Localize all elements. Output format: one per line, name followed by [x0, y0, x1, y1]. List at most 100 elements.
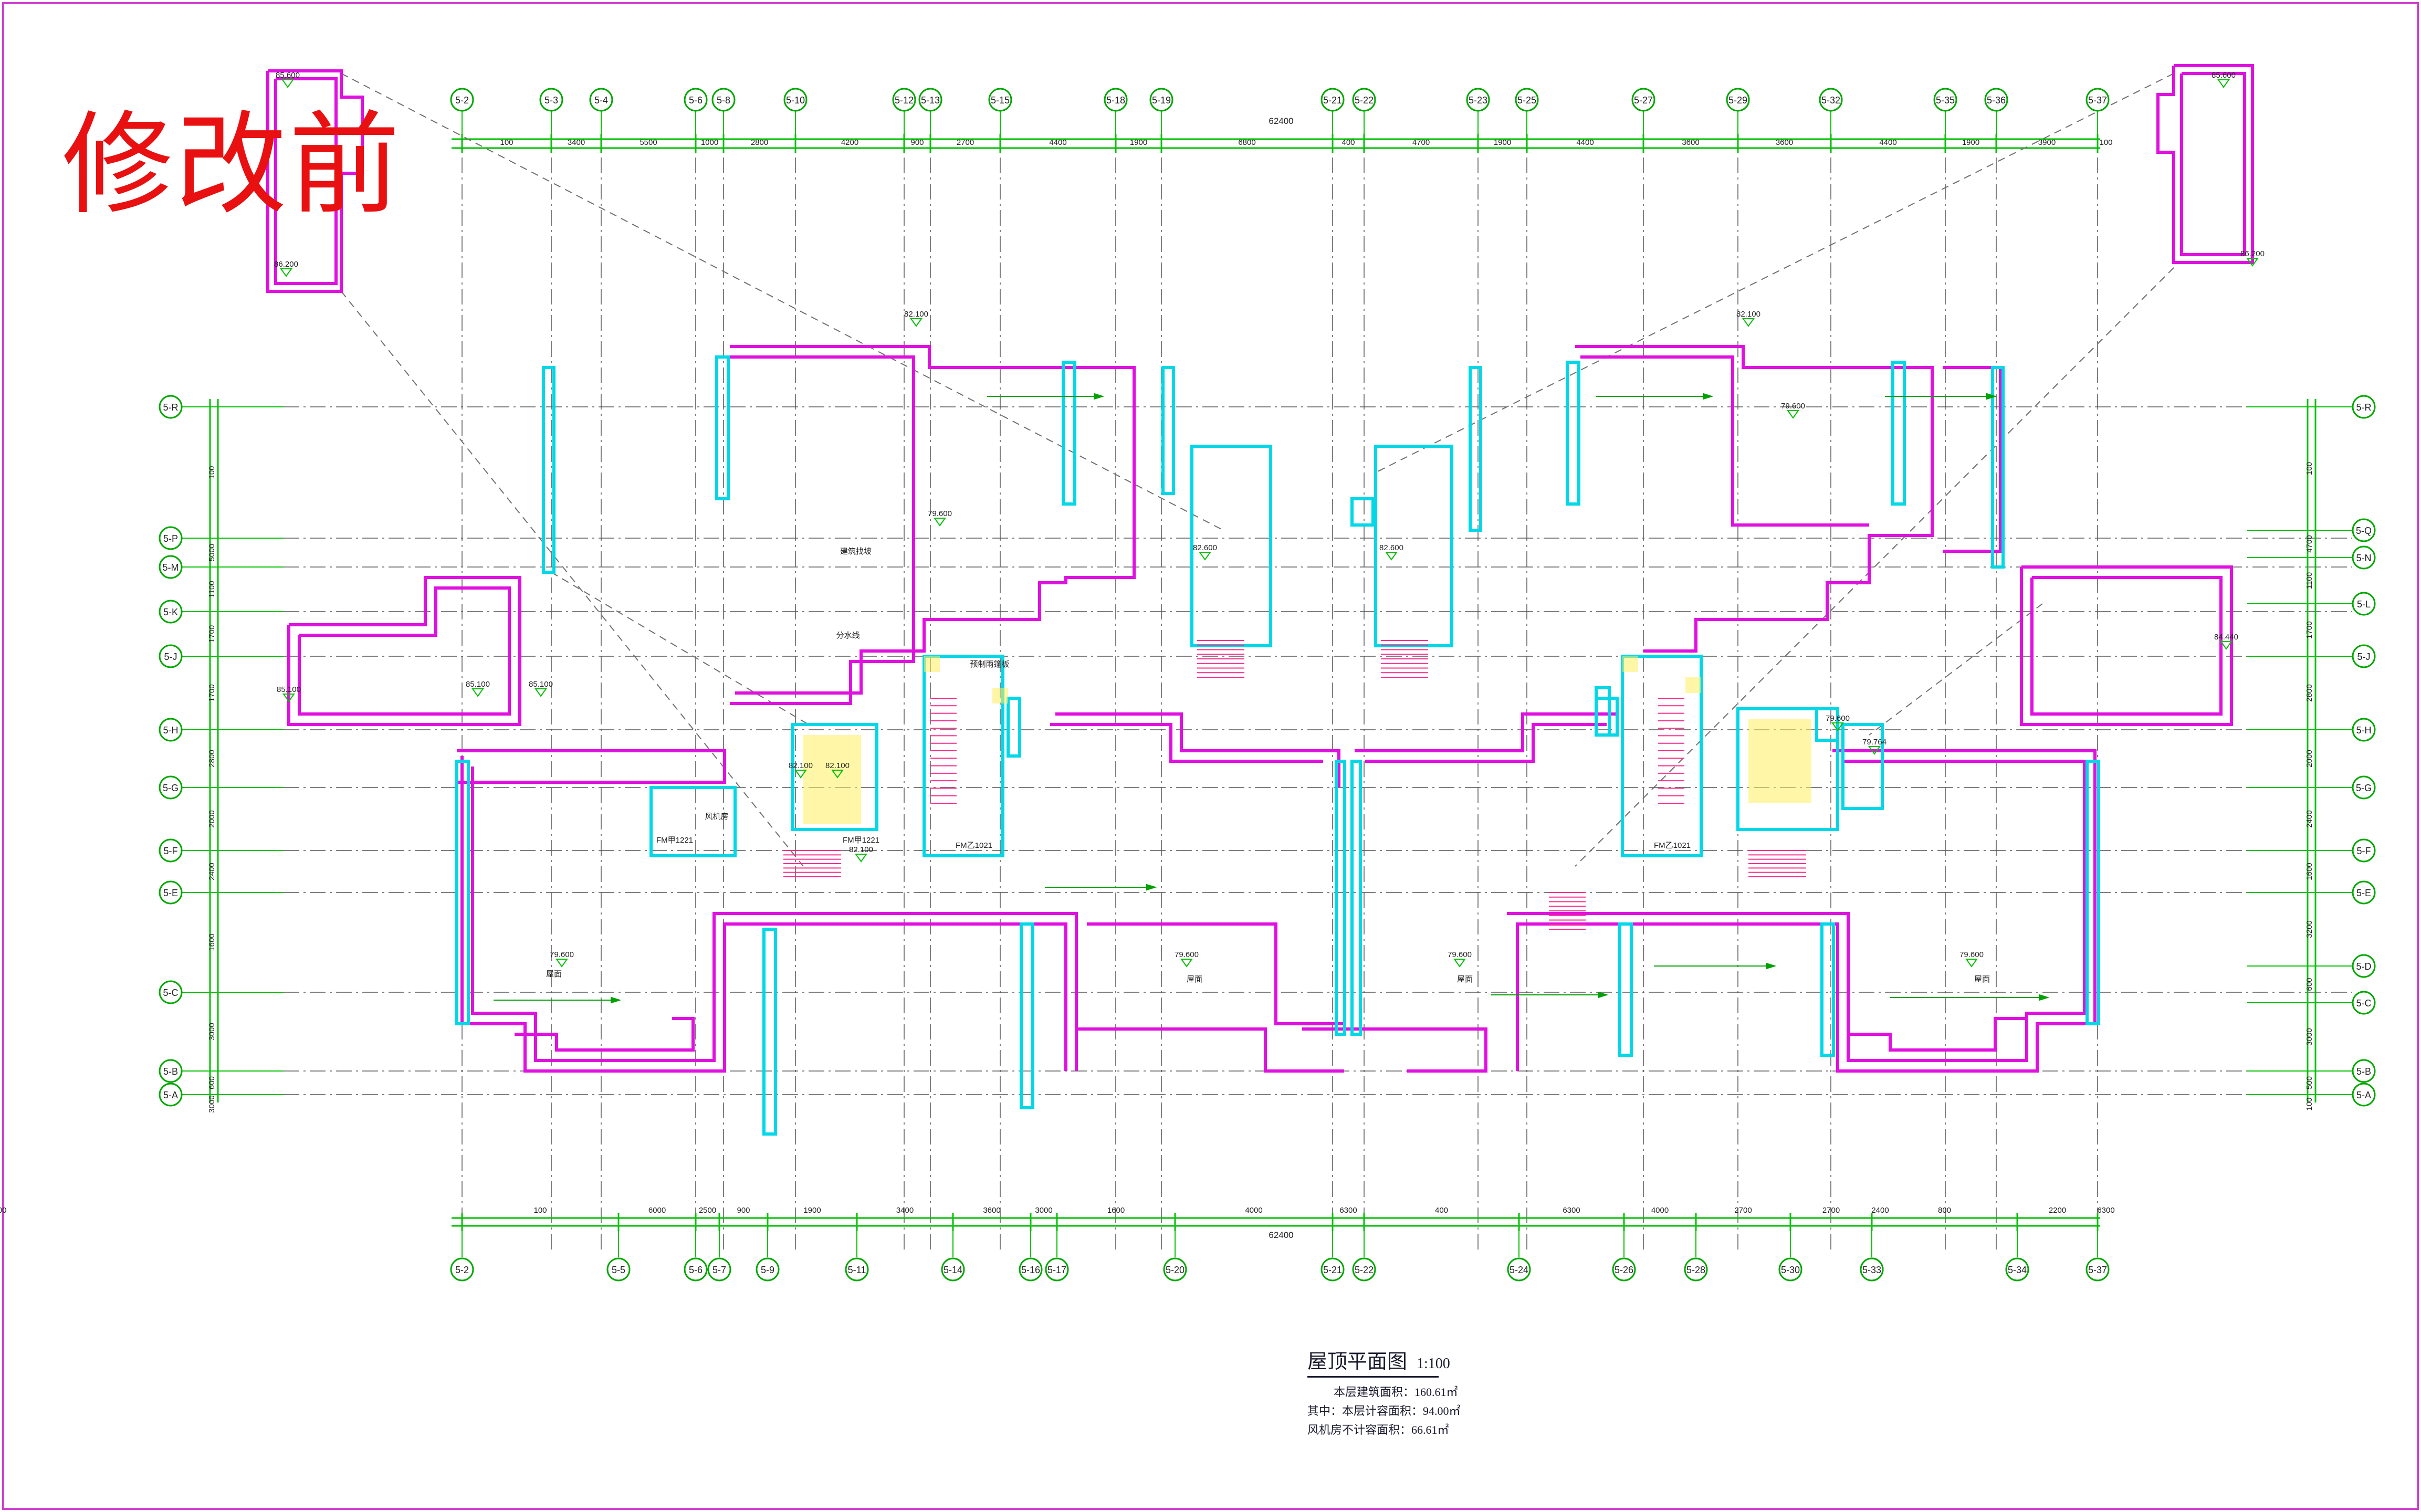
grid-bubble-label: 5-32: [1821, 95, 1840, 106]
dimension-value: 100: [207, 0, 221, 2]
elevation-mark: 82.100: [789, 761, 813, 779]
slope-arrow-head: [611, 996, 622, 1004]
grid-bubble-top: 5-25: [1515, 88, 1539, 112]
grid-bubble-circle: [2352, 880, 2376, 905]
grid-bubble-label: 5-29: [1728, 95, 1747, 106]
dimension-value: 500: [207, 0, 221, 2]
grid-bubble-circle: [2352, 395, 2376, 419]
grid-bubble-label: 5-15: [991, 95, 1010, 106]
grid-bubble-circle: [845, 1257, 869, 1282]
room-fill-highlights: [803, 656, 1811, 824]
grid-bubble-top: 5-22: [1352, 88, 1376, 112]
grid-bubble-circle: [2005, 1257, 2029, 1282]
grid-bubble-left: 5-M: [159, 555, 183, 579]
dimension-value: 2000: [207, 810, 216, 827]
room-label: 分水线: [836, 631, 860, 640]
grid-bubble-circle: [2352, 991, 2376, 1015]
grid-bubble-top: 5-35: [1933, 88, 1957, 112]
area-counted: 其中：本层计容面积：94.00㎡: [1307, 1404, 1461, 1418]
elevation-triangle: [2220, 641, 2233, 650]
dimension-value: 1900: [1130, 138, 1147, 147]
grid-bubble-circle: [2352, 518, 2376, 542]
elevation-value: 82.100: [789, 761, 813, 770]
elevation-triangle: [831, 770, 844, 779]
dimension-value: 1000: [701, 138, 718, 147]
room-label: 建筑找坡: [840, 547, 872, 556]
elevation-triangle: [471, 688, 484, 697]
grid-bubble-bottom: 5-22: [1352, 1257, 1376, 1282]
elevation-triangle: [1868, 746, 1881, 755]
grid-bubble-bottom: 5-6: [684, 1257, 708, 1282]
grid-bubble-circle: [918, 88, 942, 112]
grid-bubble-circle: [756, 1257, 780, 1282]
dimension-value: 2700: [1734, 1206, 1752, 1215]
elevation-value: 79.764: [1862, 738, 1887, 747]
grid-bubble-circle: [2352, 718, 2376, 742]
grid-bubble-bottom: 5-28: [1684, 1257, 1708, 1282]
grid-bubble-circle: [1819, 88, 1843, 112]
overall-dimension-bottom: 62400: [1269, 1230, 1293, 1240]
dimension-value: 100: [2305, 462, 2314, 475]
grid-bubble-top: 5-36: [1984, 88, 2008, 112]
stair-treads: [783, 640, 1806, 930]
dimension-value: 4400: [1049, 138, 1066, 147]
elevation-triangle: [855, 854, 867, 863]
grid-bubble-label: 5-J: [164, 652, 177, 662]
elevation-value: 82.100: [849, 845, 873, 854]
grid-bubble-left: 5-G: [159, 775, 183, 800]
grid-bubble-circle: [2352, 1059, 2376, 1083]
dimension-value: 500: [2305, 1076, 2314, 1089]
elevation-triangle: [281, 79, 294, 88]
dimension-value: 3200: [2305, 920, 2314, 938]
grid-bubble-circle: [2352, 838, 2376, 863]
elevation-triangle: [534, 688, 547, 697]
grid-bubble-label: 5-H: [163, 725, 178, 736]
grid-bubble-circle: [1612, 1257, 1636, 1282]
elevation-mark: 79.600: [928, 509, 952, 527]
grid-bubble-right: 5-B: [2352, 1059, 2376, 1083]
grid-bubble-label: 5-B: [2356, 1066, 2371, 1077]
grid-bubble-circle: [159, 1083, 183, 1107]
dimension-value: 4700: [2305, 535, 2314, 552]
grid-bubble-circle: [684, 88, 708, 112]
grid-bubble-circle: [1320, 1257, 1345, 1282]
elevation-value: 85.600: [276, 71, 300, 80]
elevation-value: 85.100: [466, 680, 490, 689]
elevation-mark: 82.100: [904, 310, 928, 327]
grid-bubble-circle: [1352, 88, 1376, 112]
elevation-value: 85.600: [2212, 71, 2236, 80]
grid-bubble-circle: [1507, 1257, 1531, 1282]
dimension-value: 4200: [841, 138, 858, 147]
grid-bubble-circle: [1466, 88, 1490, 112]
grid-bubble-label: 5-3: [544, 95, 558, 106]
grid-bubble-left: 5-R: [159, 395, 183, 419]
elevation-triangle: [2246, 258, 2259, 267]
elevation-mark: 82.100: [825, 761, 850, 779]
slope-arrows: [494, 393, 2050, 1004]
dimension-value: 4000: [1245, 1206, 1262, 1215]
grid-bubble-bottom: 5-2: [450, 1257, 474, 1282]
grid-bubble-circle: [1352, 1257, 1376, 1282]
dimension-value: 3000: [207, 1095, 216, 1112]
grid-bubble-label: 5-G: [2356, 783, 2372, 793]
elevation-mark: 79.600: [550, 950, 574, 968]
grid-bubble-circle: [159, 1059, 183, 1083]
grid-bubble-circle: [159, 600, 183, 624]
dimension-value: 6300: [2097, 1206, 2114, 1215]
grid-bubble-bottom: 5-17: [1045, 1257, 1069, 1282]
grid-bubble-circle: [1149, 88, 1173, 112]
grid-bubble-top: 5-6: [684, 88, 708, 112]
grid-bubble-circle: [1515, 88, 1539, 112]
grid-bubble-label: 5-D: [2356, 961, 2371, 972]
grid-bubble-label: 5-H: [2356, 725, 2371, 736]
grid-bubble-label: 5-5: [612, 1265, 625, 1275]
grid-bubble-label: 5-20: [1166, 1265, 1185, 1275]
grid-bubble-top: 5-29: [1726, 88, 1750, 112]
grid-bubble-top: 5-32: [1819, 88, 1843, 112]
grid-bubble-top: 5-23: [1466, 88, 1490, 112]
grid-bubble-left: 5-E: [159, 880, 183, 905]
